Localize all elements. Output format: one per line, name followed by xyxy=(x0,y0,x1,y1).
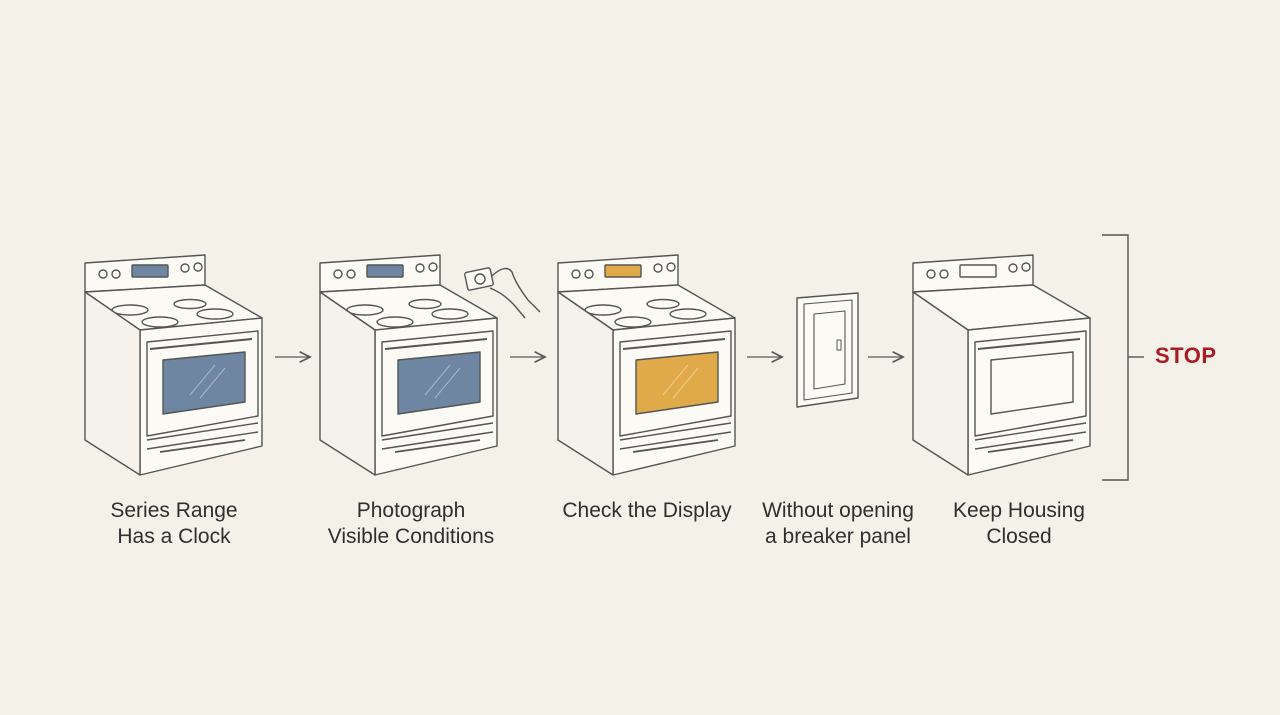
stove-1-illustration xyxy=(84,254,263,476)
step-5-label: Keep Housing Closed xyxy=(953,499,1085,548)
stove-2-illustration xyxy=(319,254,541,476)
breaker-panel-illustration xyxy=(796,292,859,408)
stop-label: STOP xyxy=(1155,343,1217,368)
stove-3-illustration xyxy=(557,254,736,476)
step-3-label: Check the Display xyxy=(562,499,732,522)
stove-5-illustration xyxy=(912,254,1091,476)
stop-bracket xyxy=(1102,234,1129,481)
step-2-label: Photograph Visible Conditions xyxy=(327,499,495,548)
step-4-label: Without opening a breaker panel xyxy=(762,499,914,548)
step-1-label: Series Range Has a Clock xyxy=(110,499,238,548)
